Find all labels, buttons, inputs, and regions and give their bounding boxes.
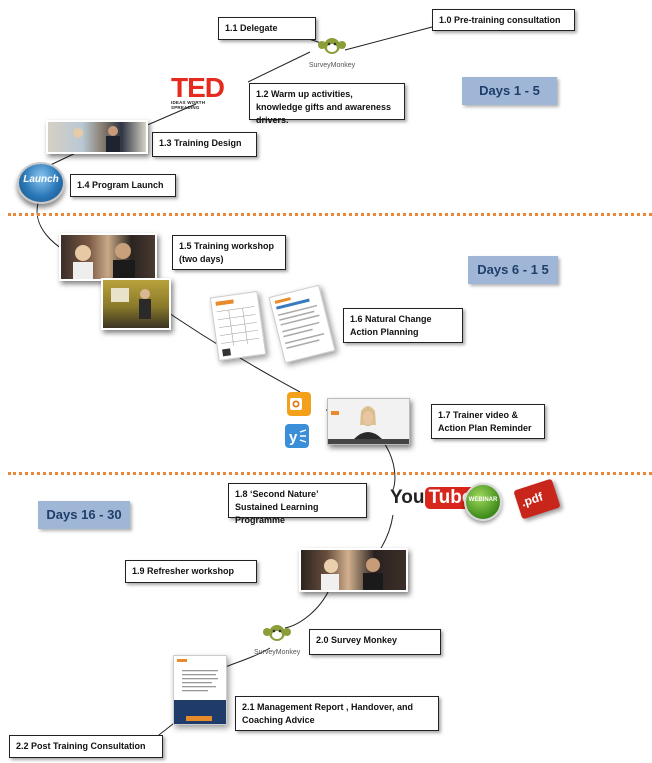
workshop-photo-1	[59, 233, 157, 281]
step-1-4: 1.4 Program Launch	[70, 174, 176, 197]
surveymonkey-wordmark: SurveyMonkey	[308, 62, 356, 69]
pdf-label: .pdf	[519, 489, 545, 510]
phase-divider-2	[8, 472, 652, 475]
step-1-0: 1.0 Pre-training consultation	[432, 9, 575, 31]
step-1-5: 1.5 Training workshop (two days)	[172, 235, 286, 270]
step-1-6: 1.6 Natural Change Action Planning	[343, 308, 463, 343]
phase-days-16-30: Days 16 - 30	[38, 501, 130, 529]
step-2-1: 2.1 Management Report , Handover, and Co…	[235, 696, 439, 731]
ted-tagline: IDEAS WORTH SPREADING	[171, 100, 206, 110]
step-2-0: 2.0 Survey Monkey	[309, 629, 441, 655]
ted-logo: TED IDEAS WORTH SPREADING	[171, 72, 229, 111]
action-plan-document-2	[268, 284, 336, 364]
ted-wordmark: TED	[171, 72, 225, 103]
training-design-photo	[46, 120, 148, 154]
step-1-9: 1.9 Refresher workshop	[125, 560, 257, 583]
executive-report-document	[173, 655, 227, 725]
phase-divider-1	[8, 213, 652, 216]
surveymonkey-wordmark: SurveyMonkey	[254, 649, 301, 656]
workshop-photo-2	[101, 278, 171, 330]
launch-button-icon: Launch	[17, 162, 65, 204]
step-1-8: 1.8 ‘Second Nature’ Sustained Learning P…	[228, 483, 367, 525]
step-1-7: 1.7 Trainer video & Action Plan Reminder	[431, 404, 545, 439]
action-plan-document-1	[209, 290, 267, 362]
step-2-2: 2.2 Post Training Consultation	[9, 735, 163, 758]
step-1-2: 1.2 Warm up activities, knowledge gifts …	[249, 83, 405, 125]
refresher-workshop-photo	[299, 548, 408, 592]
surveymonkey-icon	[263, 625, 291, 641]
trainer-video-still	[327, 398, 410, 445]
outlook-icon	[287, 392, 311, 416]
yammer-icon: y	[285, 424, 309, 448]
launch-label: Launch	[23, 174, 59, 185]
surveymonkey-logo-bottom: SurveyMonkey	[254, 620, 300, 656]
surveymonkey-icon	[318, 38, 346, 54]
surveymonkey-logo-top: SurveyMonkey	[308, 33, 356, 69]
step-1-3: 1.3 Training Design	[152, 132, 257, 157]
webinar-icon: WEBINAR	[464, 483, 502, 521]
webinar-label: WEBINAR	[468, 497, 498, 503]
youtube-you: You	[390, 487, 425, 508]
youtube-tube: Tube	[425, 487, 476, 509]
step-1-1: 1.1 Delegate	[218, 17, 316, 40]
phase-days-1-5: Days 1 - 5	[462, 77, 557, 105]
svg-text:y: y	[289, 429, 298, 446]
phase-days-6-15: Days 6 - 1 5	[468, 256, 558, 284]
